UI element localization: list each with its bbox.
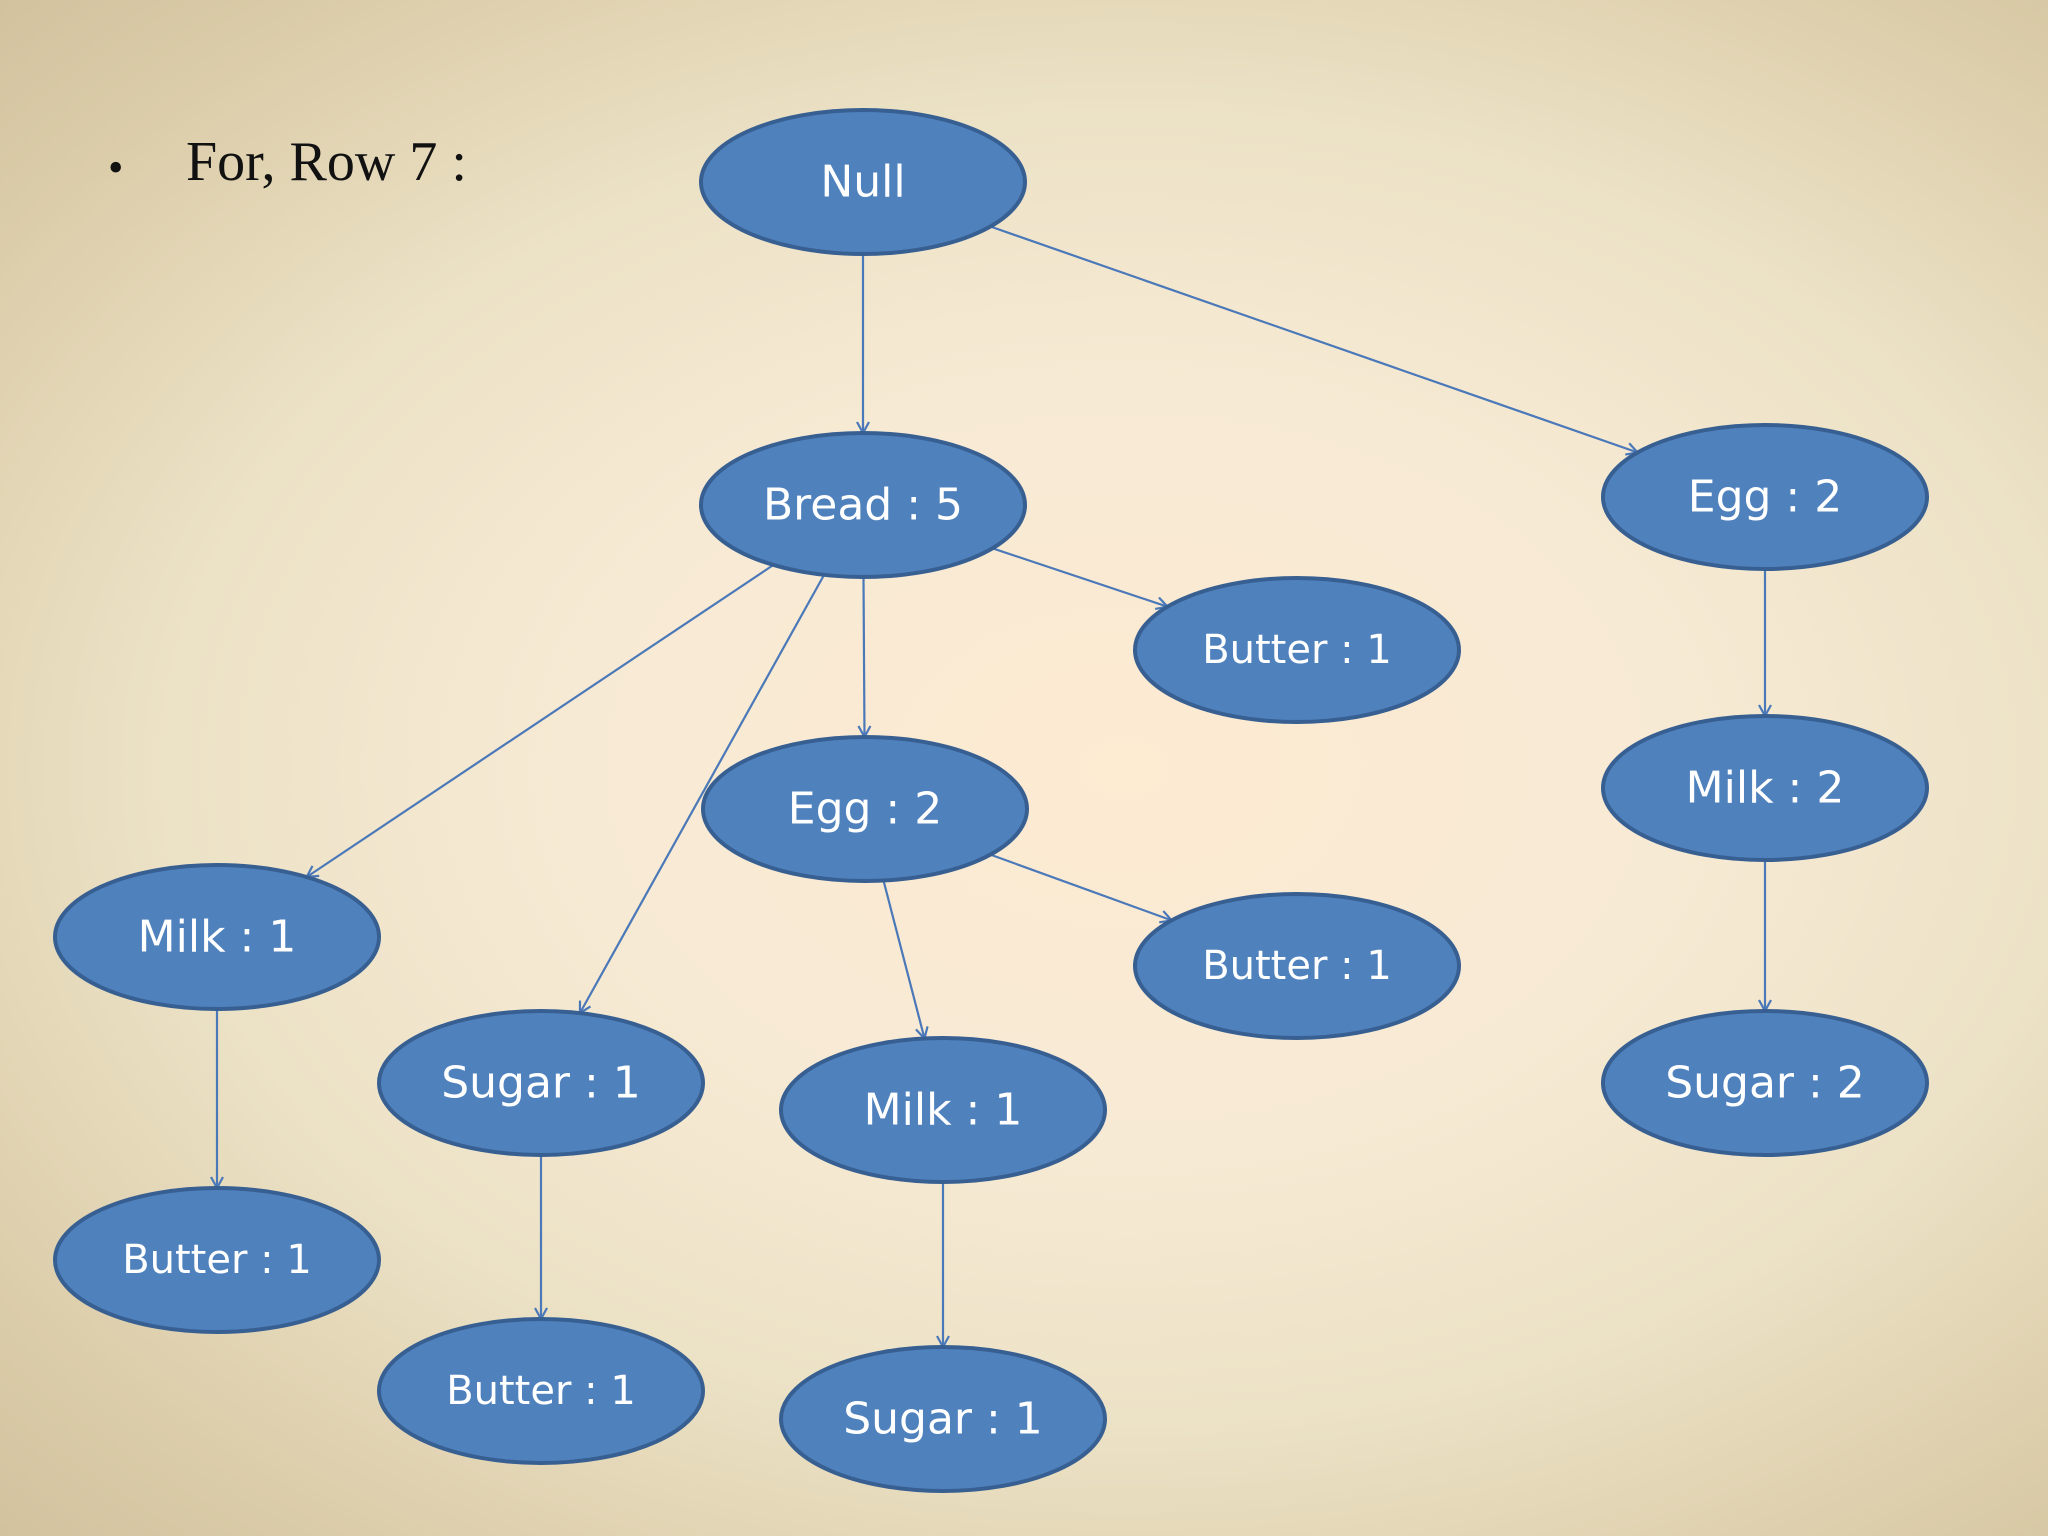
node-shape (53, 1186, 381, 1334)
node-label: Milk : 1 (138, 912, 297, 963)
tree-node-milk-mid: Milk : 1 (779, 1036, 1107, 1184)
node-label: Milk : 1 (864, 1085, 1023, 1136)
node-shape (53, 863, 381, 1011)
tree-node-egg-mid: Egg : 2 (701, 735, 1029, 883)
edge-egg-mid-to-butter-mid (990, 853, 1171, 921)
edge-null-to-egg-right (990, 225, 1637, 453)
edge-bread-to-sugar-left (580, 574, 826, 1013)
node-label: Egg : 2 (1688, 472, 1842, 523)
node-shape (377, 1009, 705, 1157)
bullet-text: For, Row 7 : (186, 131, 467, 193)
tree-node-milk-right: Milk : 2 (1601, 714, 1929, 862)
node-shape (779, 1036, 1107, 1184)
node-shape (779, 1345, 1107, 1493)
tree-node-egg-right: Egg : 2 (1601, 423, 1929, 571)
tree-node-sugar-bottom: Sugar : 1 (779, 1345, 1107, 1493)
node-shape (1133, 576, 1461, 724)
node-label: Butter : 1 (122, 1237, 312, 1283)
tree-node-butter-bottom: Butter : 1 (377, 1317, 705, 1465)
tree-node-butter-top: Butter : 1 (1133, 576, 1461, 724)
node-shape (701, 735, 1029, 883)
node-label: Sugar : 1 (843, 1394, 1043, 1445)
edge-bread-to-milk-left (307, 564, 774, 877)
tree-node-milk-left: Milk : 1 (53, 863, 381, 1011)
tree-node-null: Null (699, 108, 1027, 256)
tree-node-bread: Bread : 5 (699, 431, 1027, 579)
node-label: Butter : 1 (1202, 943, 1392, 989)
node-label: Sugar : 2 (1665, 1058, 1865, 1109)
tree-node-sugar-left: Sugar : 1 (377, 1009, 705, 1157)
node-shape (699, 431, 1027, 579)
node-label: Butter : 1 (1202, 627, 1392, 673)
edges-layer (217, 225, 1765, 1348)
node-shape (699, 108, 1027, 256)
bullet-icon: • (108, 142, 124, 192)
node-shape (1133, 892, 1461, 1040)
node-label: Null (820, 157, 905, 208)
bullet-item: • For, Row 7 : (108, 130, 467, 194)
node-label: Bread : 5 (763, 480, 963, 531)
node-label: Egg : 2 (788, 784, 942, 835)
node-label: Milk : 2 (1686, 763, 1845, 814)
node-shape (1601, 1009, 1929, 1157)
node-label: Butter : 1 (446, 1368, 636, 1414)
tree-node-sugar-right: Sugar : 2 (1601, 1009, 1929, 1157)
node-shape (1601, 423, 1929, 571)
edge-bread-to-butter-top (992, 547, 1168, 606)
node-label: Sugar : 1 (441, 1058, 641, 1109)
node-shape (1601, 714, 1929, 862)
edge-egg-mid-to-milk-mid (882, 880, 925, 1039)
tree-node-butter-left: Butter : 1 (53, 1186, 381, 1334)
edge-bread-to-egg-mid (864, 576, 865, 737)
tree-node-butter-mid: Butter : 1 (1133, 892, 1461, 1040)
node-shape (377, 1317, 705, 1465)
